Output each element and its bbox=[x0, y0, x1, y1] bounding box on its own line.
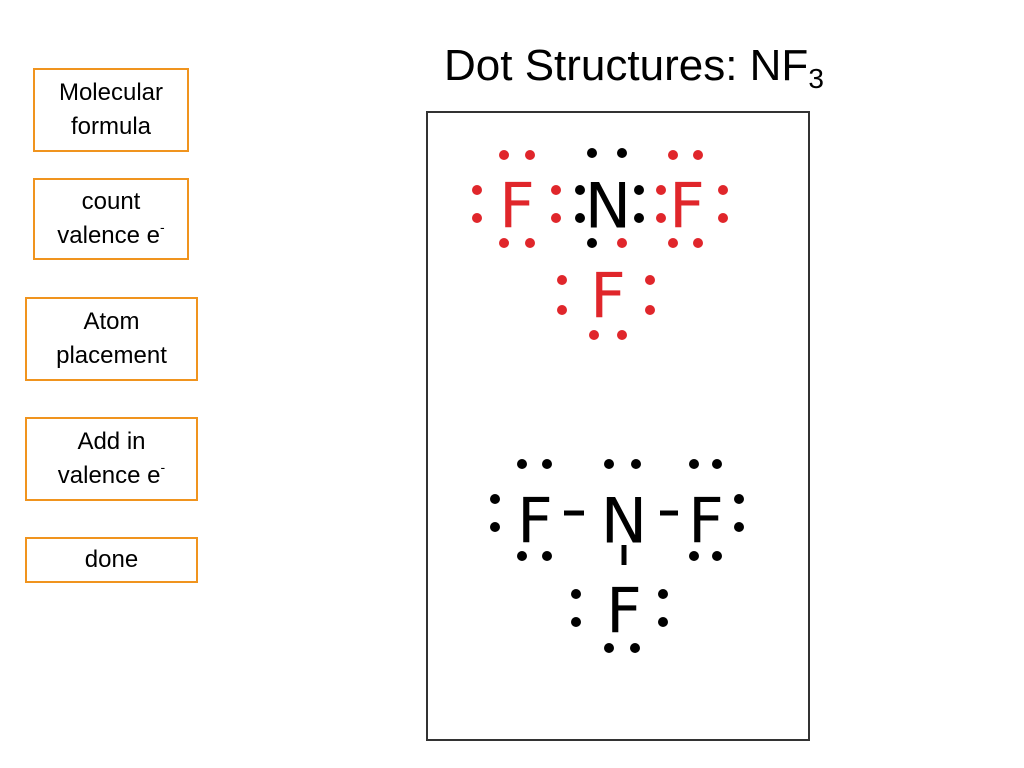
top-electron-dot-2 bbox=[472, 213, 482, 223]
step-atom-placement[interactable]: Atom placement bbox=[25, 297, 198, 381]
top-electron-dot-7 bbox=[551, 185, 561, 195]
bottom-electron-dot-2 bbox=[490, 522, 500, 532]
top-electron-dot-4 bbox=[525, 150, 535, 160]
step-1-line-1: Molecular bbox=[58, 79, 164, 106]
bottom-electron-dot-16 bbox=[571, 617, 581, 627]
step-2-superscript: - bbox=[160, 219, 165, 235]
bottom-electron-dot-5 bbox=[517, 551, 527, 561]
step-4-superscript: - bbox=[160, 459, 166, 475]
top-nitrogen-center: N bbox=[585, 170, 631, 243]
bottom-electron-dot-11 bbox=[689, 551, 699, 561]
bottom-electron-dot-14 bbox=[734, 522, 744, 532]
step-add-valence-electrons[interactable]: Add in valence e- bbox=[25, 417, 198, 501]
step-2-line-1: count bbox=[81, 188, 141, 215]
step-molecular-formula[interactable]: Molecular formula bbox=[33, 68, 189, 152]
top-electron-dot-10 bbox=[617, 148, 627, 158]
bottom-electron-dot-9 bbox=[689, 459, 699, 469]
step-4-line-2: valence e bbox=[57, 462, 161, 489]
top-electron-dot-23 bbox=[718, 213, 728, 223]
top-electron-dot-13 bbox=[634, 185, 644, 195]
bottom-fluorine-bottom: F bbox=[606, 575, 642, 648]
top-electron-dot-27 bbox=[645, 275, 655, 285]
top-fluorine-left: F bbox=[499, 170, 535, 243]
top-electron-dot-29 bbox=[589, 330, 599, 340]
bottom-electron-dot-20 bbox=[630, 643, 640, 653]
top-electron-dot-11 bbox=[575, 185, 585, 195]
top-electron-dot-9 bbox=[587, 148, 597, 158]
bottom-electron-dot-12 bbox=[712, 551, 722, 561]
top-electron-dot-21 bbox=[693, 238, 703, 248]
step-2-line-2: valence e bbox=[57, 222, 161, 249]
bottom-electron-dots bbox=[490, 459, 744, 653]
step-4-line-1: Add in bbox=[77, 428, 146, 455]
top-fluorine-bottom: F bbox=[590, 260, 626, 333]
bottom-electron-dot-18 bbox=[658, 617, 668, 627]
top-electron-dot-8 bbox=[551, 213, 561, 223]
top-electron-dot-24 bbox=[617, 238, 627, 248]
top-electron-dot-14 bbox=[634, 213, 644, 223]
step-done[interactable]: done bbox=[25, 537, 198, 583]
top-electron-dot-25 bbox=[557, 275, 567, 285]
bottom-electron-dot-1 bbox=[490, 494, 500, 504]
top-electron-dot-1 bbox=[472, 185, 482, 195]
top-electron-dot-3 bbox=[499, 150, 509, 160]
top-electron-dot-5 bbox=[499, 238, 509, 248]
bottom-electron-dot-4 bbox=[542, 459, 552, 469]
lewis-structure-diagram: F N F F F N F F bbox=[472, 148, 744, 653]
top-electron-dot-22 bbox=[718, 185, 728, 195]
bottom-electron-dot-17 bbox=[658, 589, 668, 599]
top-electron-dot-28 bbox=[645, 305, 655, 315]
step-3-line-1: Atom bbox=[83, 308, 140, 335]
top-electron-dot-26 bbox=[557, 305, 567, 315]
top-fluorine-right: F bbox=[669, 170, 705, 243]
top-electron-dot-30 bbox=[617, 330, 627, 340]
step-3-line-2: placement bbox=[56, 342, 167, 369]
page-title: Dot Structures: NF3 bbox=[444, 40, 864, 94]
bottom-electron-dot-6 bbox=[542, 551, 552, 561]
bottom-electron-dot-19 bbox=[604, 643, 614, 653]
page-title-text: Dot Structures: NF bbox=[444, 41, 809, 90]
top-electron-dot-16 bbox=[656, 185, 666, 195]
top-electron-dot-20 bbox=[668, 238, 678, 248]
step-count-valence-electrons[interactable]: count valence e- bbox=[33, 178, 189, 260]
top-electron-dot-12 bbox=[575, 213, 585, 223]
top-electron-dot-17 bbox=[656, 213, 666, 223]
bottom-electron-dot-3 bbox=[517, 459, 527, 469]
bottom-electron-dot-7 bbox=[604, 459, 614, 469]
step-5-line-1: done bbox=[84, 546, 139, 573]
lewis-structure-panel: F N F F F N F F bbox=[426, 111, 810, 741]
step-1-line-2: formula bbox=[70, 113, 151, 140]
top-electron-dot-18 bbox=[668, 150, 678, 160]
top-electron-dots bbox=[472, 148, 728, 340]
bottom-electron-dot-10 bbox=[712, 459, 722, 469]
nf3-dots-structure: F N F F bbox=[472, 148, 728, 340]
top-electron-dot-19 bbox=[693, 150, 703, 160]
bottom-fluorine-right: F bbox=[688, 485, 724, 558]
bottom-electron-dot-13 bbox=[734, 494, 744, 504]
nf3-bonded-structure: F N F F bbox=[490, 459, 744, 653]
top-electron-dot-6 bbox=[525, 238, 535, 248]
bottom-fluorine-left: F bbox=[517, 485, 553, 558]
bottom-electron-dot-8 bbox=[631, 459, 641, 469]
top-electron-dot-15 bbox=[587, 238, 597, 248]
page-title-subscript: 3 bbox=[808, 63, 824, 94]
bottom-electron-dot-15 bbox=[571, 589, 581, 599]
